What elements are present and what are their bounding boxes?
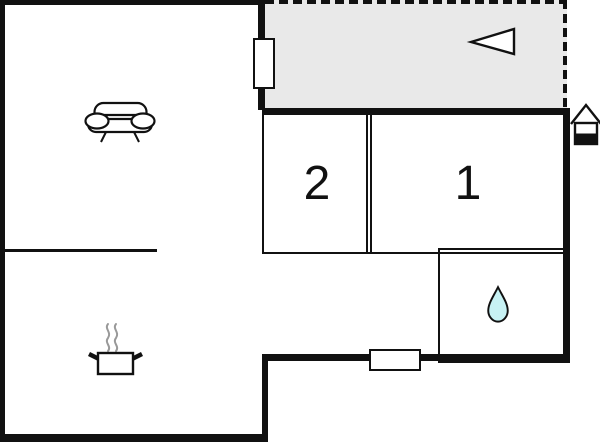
wall-living-kitchen (0, 249, 157, 252)
terrace-dashed-edge-right (563, 0, 567, 110)
wall-top (0, 0, 265, 5)
sofa-icon (84, 101, 156, 143)
wall-terrace-bottom (262, 108, 568, 115)
steam-icon (105, 323, 111, 352)
door-opening-symbol (253, 38, 275, 89)
steam-icon (113, 323, 119, 352)
room-label-2: 2 (303, 156, 331, 210)
terrace-area (265, 0, 567, 110)
wall-right (563, 108, 570, 361)
window-symbol (369, 349, 421, 371)
terrace-dashed-edge-top (265, 0, 567, 4)
arrow-left-icon (466, 27, 516, 56)
room-label-1: 1 (454, 156, 482, 210)
entrance-house-icon (570, 103, 600, 146)
room-bedroom-1: 1 (366, 113, 570, 254)
water-drop-icon (487, 284, 509, 323)
room-bedroom-2: 2 (262, 113, 372, 254)
wall-bottom-left (0, 434, 268, 442)
wall-step-vertical (262, 354, 268, 442)
wall-left (0, 0, 5, 441)
cooking-pot-icon (87, 323, 144, 376)
